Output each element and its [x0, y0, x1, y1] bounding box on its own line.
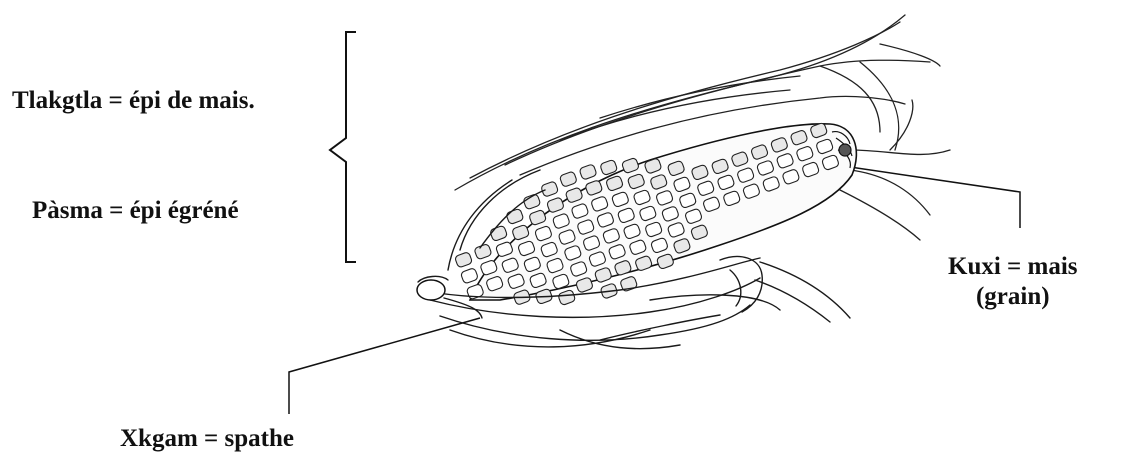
label-kuxi: Kuxi = mais (grain): [948, 252, 1078, 312]
kernel: [490, 225, 508, 241]
label-kuxi-line1: Kuxi = mais: [948, 252, 1078, 282]
kernel: [460, 268, 478, 284]
kernel: [506, 208, 524, 224]
kernel: [454, 252, 472, 268]
label-pasma: Pàsma = épi égréné: [32, 196, 239, 226]
label-bracket: [330, 32, 356, 262]
kernel: [541, 181, 559, 197]
kernel: [558, 289, 576, 305]
kernel: [474, 243, 492, 259]
kernel: [559, 171, 577, 187]
label-tlakgtla: Tlakgtla = épi de mais.: [12, 86, 255, 116]
label-kuxi-line2: (grain): [948, 282, 1078, 312]
kernel: [579, 164, 597, 180]
label-xkgam: Xkgam = spathe: [120, 424, 294, 454]
xkgam-leader-line: [289, 318, 480, 414]
